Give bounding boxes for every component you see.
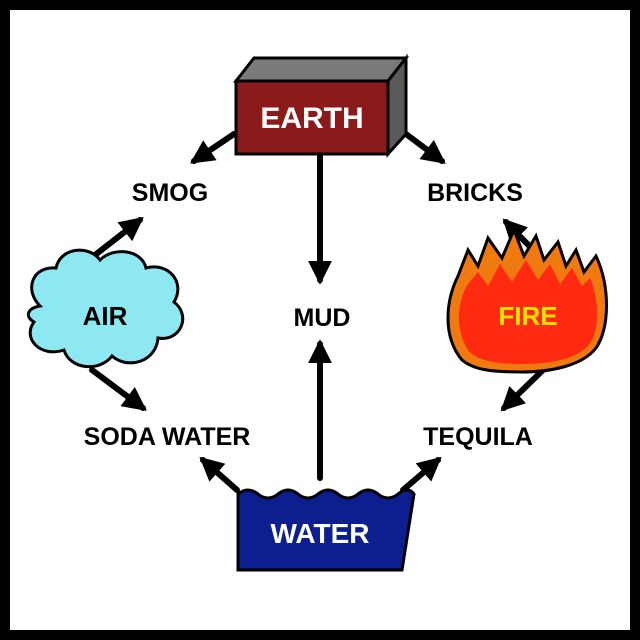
product-soda-water: SODA WATER xyxy=(84,423,251,451)
earth-block-top xyxy=(232,56,410,83)
fire-shape: FIRE xyxy=(446,226,608,374)
water-box-shape xyxy=(236,488,416,572)
arrow-earth-to-smog xyxy=(190,131,237,164)
arrow-water-to-soda-water xyxy=(199,456,240,493)
water-label: WATER xyxy=(270,518,369,549)
water-box: WATER xyxy=(236,488,416,572)
fire-flame-inner xyxy=(458,260,598,364)
air-label: AIR xyxy=(83,301,128,331)
arrow-water-to-tequila xyxy=(400,456,442,493)
earth-label: EARTH xyxy=(260,102,363,135)
earth-block-front xyxy=(234,79,390,156)
earth-block: EARTH xyxy=(232,53,410,158)
air-cloud: AIR xyxy=(26,248,185,369)
arrow-fire-to-tequila xyxy=(500,367,546,412)
arrow-earth-to-bricks xyxy=(403,131,446,164)
arrow-air-to-soda-water xyxy=(89,367,147,411)
product-smog: SMOG xyxy=(132,179,208,207)
product-tequila: TEQUILA xyxy=(423,423,533,451)
product-mud: MUD xyxy=(294,304,351,332)
elements-diagram: EARTH AIR MUD FIRE SMOG BRICKS SODA WATE… xyxy=(26,53,608,572)
fire-label: FIRE xyxy=(498,301,557,331)
diagram-frame: EARTH AIR MUD FIRE SMOG BRICKS SODA WATE… xyxy=(10,10,630,630)
product-bricks: BRICKS xyxy=(427,179,523,207)
air-cloud-shape xyxy=(26,248,185,369)
